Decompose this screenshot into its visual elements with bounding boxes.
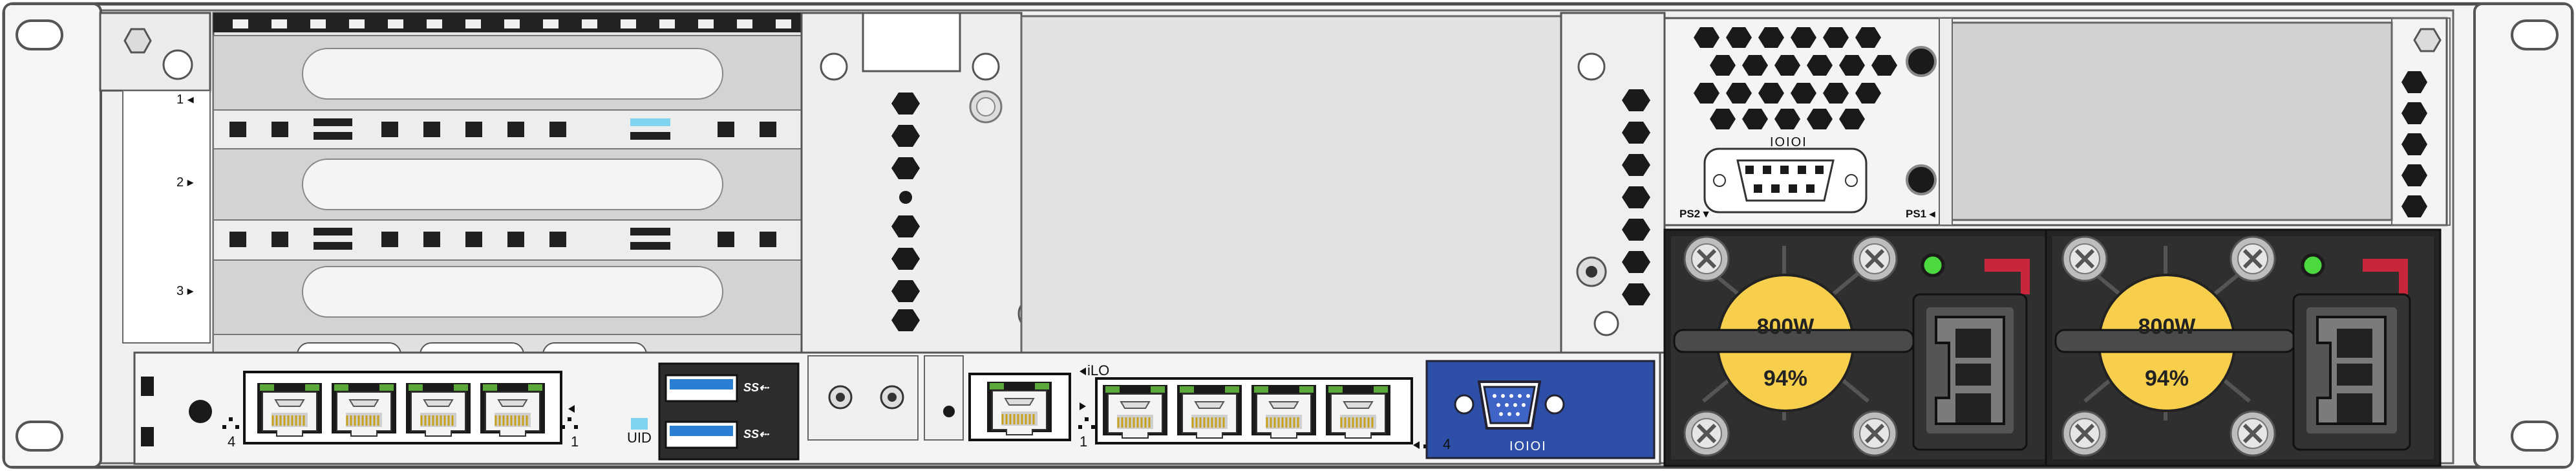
ethernet-port-r3[interactable]	[1250, 384, 1317, 439]
ilo-label: iLO	[1087, 362, 1110, 378]
psu-1-efficiency: 94%	[2144, 366, 2189, 391]
nic-left-label-4: 4	[228, 433, 236, 450]
rack-hole-right-top[interactable]	[2511, 19, 2559, 50]
psu-2-wattage: 800W	[1756, 314, 1815, 339]
network-ports-right	[1095, 377, 1413, 444]
uid-led[interactable]	[631, 418, 648, 430]
ethernet-port-r2[interactable]	[1176, 384, 1243, 439]
thumbscrew-bottom[interactable]	[1906, 164, 1937, 195]
usb-label-2: SS⇠	[743, 428, 769, 441]
psu-screw-1a[interactable]	[2063, 237, 2107, 281]
ethernet-port-2[interactable]	[405, 382, 472, 437]
network-ports-left	[243, 371, 562, 444]
psu-screw-2c[interactable]	[1685, 411, 1729, 455]
right-bracket	[1560, 12, 1666, 354]
pcie-slot-1-label: 1 ◂	[176, 93, 194, 107]
network-icon-left	[222, 417, 578, 429]
pcie-slot-2-label: 2 ▸	[176, 175, 194, 190]
vga-port[interactable]	[1425, 360, 1655, 459]
blank-panel	[1020, 15, 1562, 354]
psu-screw-1c[interactable]	[2063, 411, 2107, 455]
nic-right-label-4: 4	[1443, 436, 1451, 452]
ethernet-port-3[interactable]	[330, 382, 398, 437]
ilo-port[interactable]	[968, 373, 1071, 441]
power-supply-2	[1663, 228, 2054, 467]
uid-panel-left	[141, 377, 212, 446]
ps1-label: PS1 ◂	[1906, 208, 1935, 220]
psu-2-efficiency: 94%	[1763, 366, 1808, 391]
power-supply-1	[2045, 228, 2442, 467]
pcie-slot-3-label: 3 ▸	[176, 284, 194, 298]
rack-ear-right	[2473, 3, 2573, 468]
nic-left-label-1: 1	[571, 433, 579, 450]
psu-led-2	[1921, 253, 1945, 278]
psu-upper-area	[1663, 17, 2451, 226]
ps2-label: PS2 ▾	[1679, 208, 1709, 220]
psu-led-1	[2301, 253, 2325, 278]
pcie-riser-cage	[212, 12, 803, 369]
rack-hole-left-top[interactable]	[16, 19, 63, 50]
psu-latch-1[interactable]	[2363, 259, 2408, 294]
ethernet-port-4[interactable]	[256, 382, 323, 437]
usb-ports	[658, 362, 800, 461]
mid-bottom-panel	[807, 355, 964, 441]
psu-screw-2d[interactable]	[1853, 411, 1897, 455]
usb-label-1: SS⇠	[743, 381, 769, 394]
ethernet-port-r1[interactable]	[1102, 384, 1169, 439]
uid-label: UID	[627, 430, 652, 446]
vent-grille	[1694, 27, 1897, 129]
psu-latch-2[interactable]	[1985, 259, 2030, 294]
psu-blank-panel	[1948, 21, 2393, 221]
psu-screw-2b[interactable]	[1853, 237, 1897, 281]
rack-hole-left-bottom[interactable]	[16, 421, 63, 452]
psu-screw-2a[interactable]	[1685, 237, 1729, 281]
psu-screw-1d[interactable]	[2231, 411, 2275, 455]
power-button[interactable]	[189, 400, 212, 423]
serial-label: IOIOI	[1770, 135, 1807, 149]
ethernet-port-r4[interactable]	[1325, 384, 1392, 439]
psu-1-wattage: 800W	[2138, 314, 2196, 339]
psu-screw-1b[interactable]	[2231, 237, 2275, 281]
nic-right-label-1: 1	[1080, 433, 1088, 450]
center-bracket	[800, 12, 1051, 354]
vga-label: IOIOI	[1509, 439, 1547, 454]
rack-ear-left	[3, 3, 102, 468]
serial-port[interactable]	[1703, 148, 1868, 214]
thumbscrew-top[interactable]	[1906, 46, 1937, 77]
rack-hole-right-bottom[interactable]	[2511, 421, 2559, 452]
ethernet-port-1[interactable]	[479, 382, 546, 437]
